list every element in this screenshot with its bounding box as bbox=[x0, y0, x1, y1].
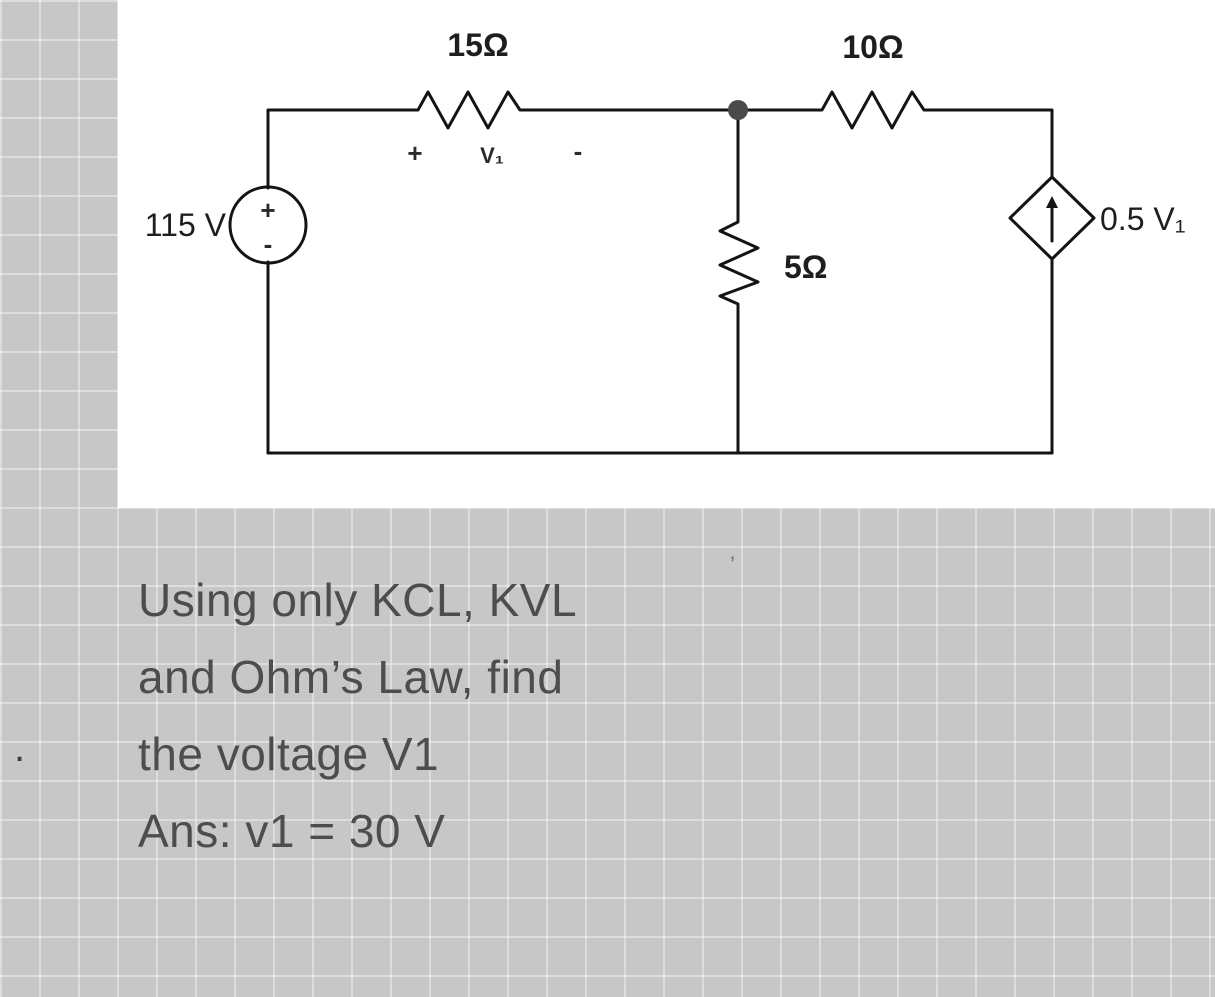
wire-top-left bbox=[266, 108, 402, 190]
problem-text-block: Using only KCL, KVL and Ohm’s Law, find … bbox=[138, 562, 838, 870]
stray-tick-mark: ’ bbox=[730, 552, 735, 577]
v1-plus-sign: + bbox=[407, 138, 422, 168]
voltage-source-minus-sign: - bbox=[264, 229, 273, 259]
problem-line-1: Using only KCL, KVL bbox=[138, 574, 578, 626]
node-dot bbox=[728, 100, 748, 120]
circuit-diagram: + - 15Ω 10Ω 5Ω 115 V 0.5 V₁ + V₁ - bbox=[145, 27, 1186, 455]
problem-line-2: and Ohm’s Law, find bbox=[138, 651, 564, 703]
dependent-source-arrow-head bbox=[1046, 196, 1058, 208]
label-dependent-source-value: 0.5 V₁ bbox=[1100, 201, 1186, 237]
voltage-source-symbol bbox=[228, 185, 308, 265]
wire-top-right bbox=[936, 108, 1054, 179]
label-resistor-5ohm: 5Ω bbox=[784, 249, 827, 285]
problem-line-3: the voltage V1 bbox=[138, 728, 440, 780]
label-resistor-15ohm: 15Ω bbox=[447, 27, 508, 63]
label-resistor-10ohm: 10Ω bbox=[842, 29, 903, 65]
resistor-5ohm bbox=[718, 210, 760, 330]
stray-period-mark: . bbox=[14, 726, 26, 770]
label-source-value: 115 V bbox=[145, 207, 227, 243]
dependent-source-symbol bbox=[1008, 175, 1096, 261]
resistor-10ohm bbox=[808, 90, 938, 130]
v1-label: V₁ bbox=[480, 143, 504, 168]
voltage-source-plus-sign: + bbox=[260, 195, 275, 225]
problem-answer-line: Ans: v1 = 30 V bbox=[138, 805, 446, 857]
v1-minus-sign: - bbox=[574, 136, 583, 166]
resistor-15ohm bbox=[400, 90, 560, 130]
circuit-panel: + - 15Ω 10Ω 5Ω 115 V 0.5 V₁ + V₁ - bbox=[118, 0, 1215, 508]
